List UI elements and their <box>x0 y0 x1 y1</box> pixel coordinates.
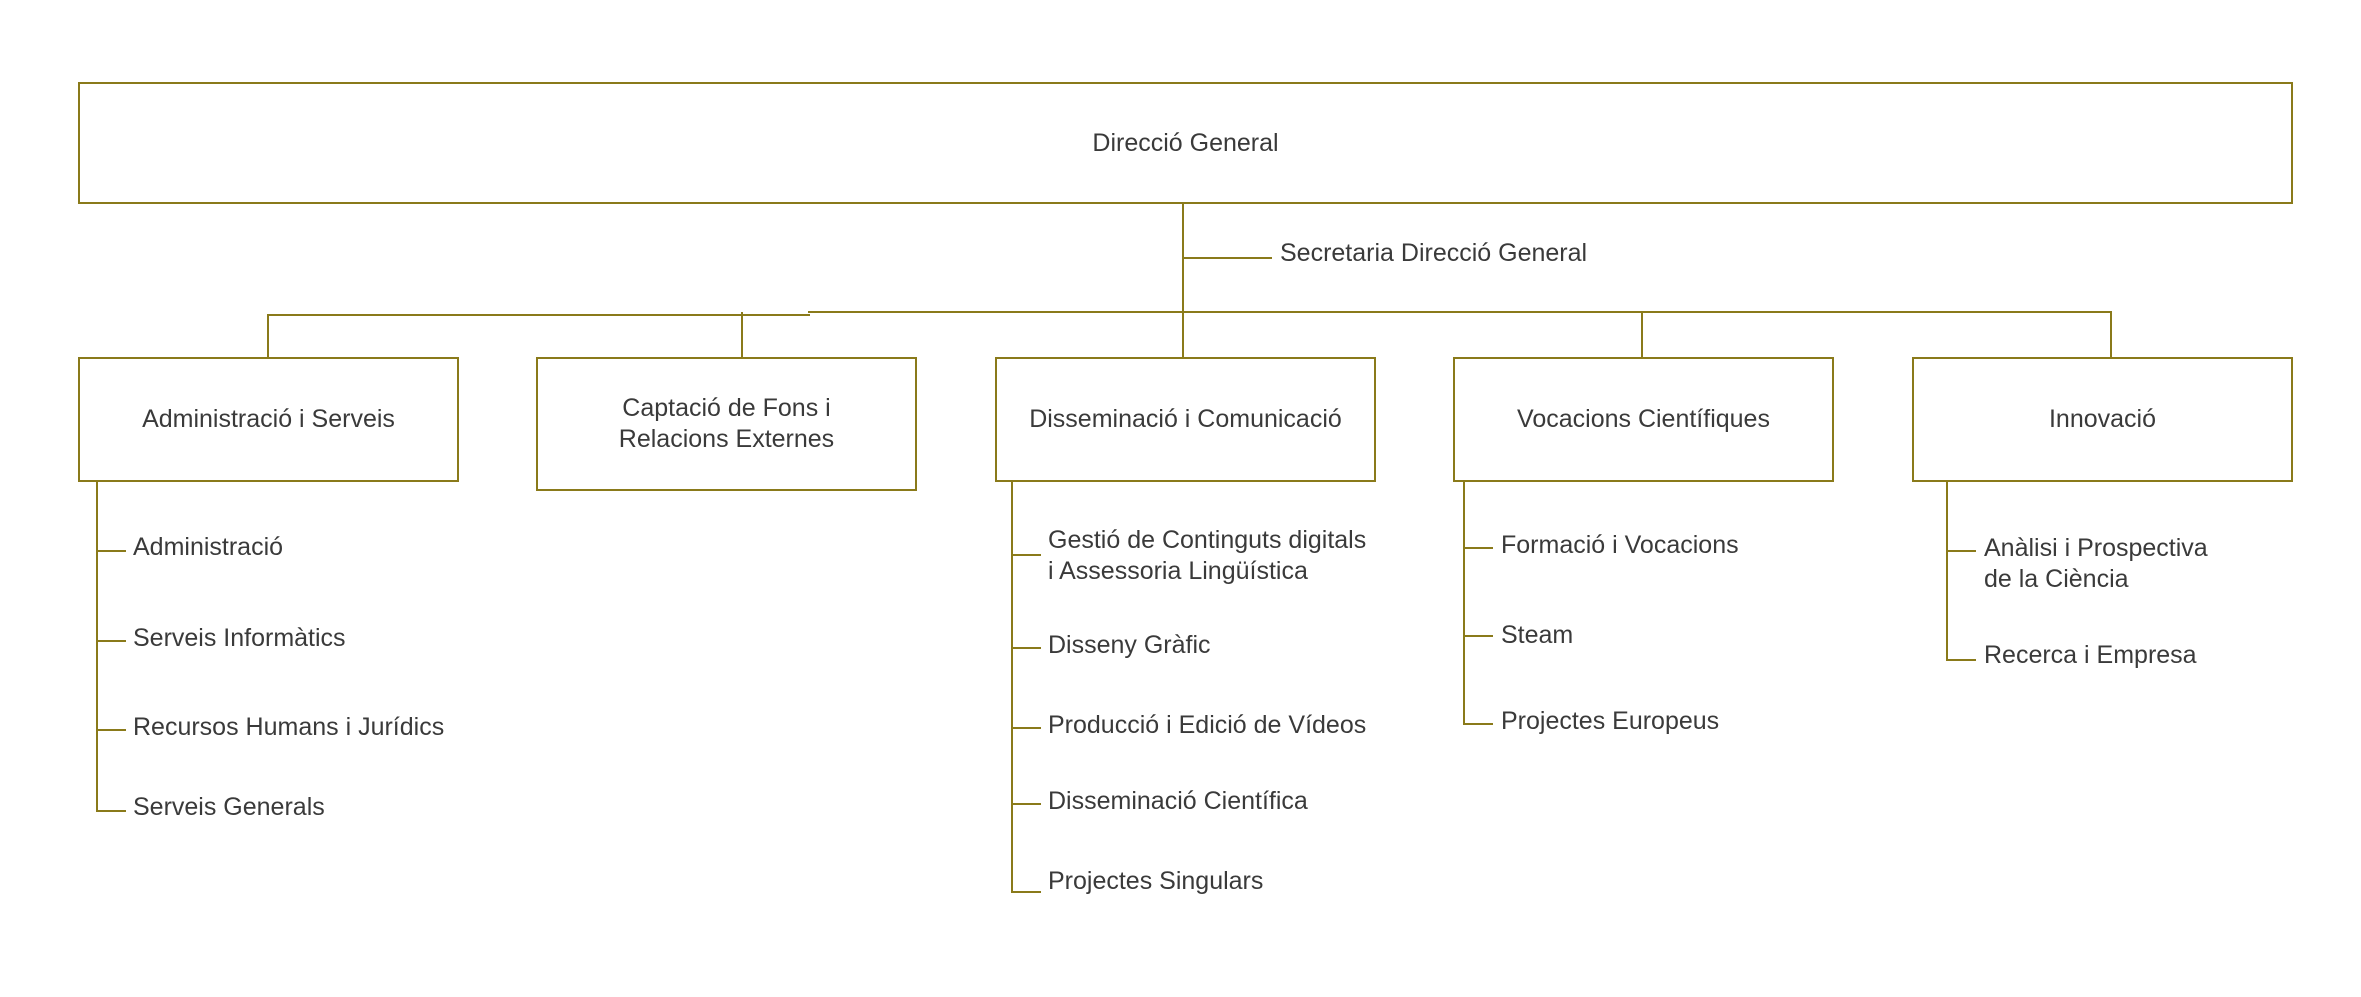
innovacio-spine <box>1946 482 1948 661</box>
dept-box-innovacio: Innovació <box>1912 357 2293 482</box>
drop-innovacio <box>2110 312 2112 358</box>
list-item: Disseminació Científica <box>1048 787 1308 815</box>
dept-title: Administració i Serveis <box>142 405 395 433</box>
list-item: Formació i Vocacions <box>1501 531 1739 559</box>
drop-vocacions <box>1641 312 1643 358</box>
dept-title: Captació de Fons i Relacions Externes <box>618 394 835 453</box>
innovacio-tick-1 <box>1946 659 1976 661</box>
list-item: Projectes Europeus <box>1501 707 1720 735</box>
list-item: Recerca i Empresa <box>1984 641 2197 669</box>
dept-box-captacio: Captació de Fons i Relacions Externes <box>536 357 917 491</box>
vocacions-tick-1 <box>1463 635 1493 637</box>
dissem-tick-3 <box>1011 803 1041 805</box>
dept-box-administracio: Administració i Serveis <box>78 357 459 482</box>
branch-bar-left <box>268 314 810 316</box>
admin-spine <box>96 482 98 811</box>
admin-tick-2 <box>96 729 126 731</box>
list-item: Administració <box>133 533 284 561</box>
list-item: Projectes Singulars <box>1048 867 1264 895</box>
list-item: Recursos Humans i Jurídics <box>133 713 445 741</box>
direccio-general-box: Direcció General <box>78 82 2293 204</box>
dept-title: Disseminació i Comunicació <box>1029 405 1342 433</box>
list-item: Serveis Generals <box>133 793 325 821</box>
vocacions-tick-2 <box>1463 723 1493 725</box>
admin-tick-1 <box>96 640 126 642</box>
list-item: Gestió de Continguts digitals i Assessor… <box>1048 526 1367 585</box>
list-item: Steam <box>1501 621 1574 649</box>
direccio-general-label: Direcció General <box>1092 128 1279 157</box>
list-item: Producció i Edició de Vídeos <box>1048 711 1367 739</box>
drop-captacio <box>741 312 743 358</box>
dept-title: Innovació <box>2048 405 2157 433</box>
secretaria-connector <box>1182 257 1272 259</box>
list-item: Anàlisi i Prospectiva de la Ciència <box>1984 534 2208 593</box>
admin-tick-3 <box>96 810 126 812</box>
vocacions-spine <box>1463 482 1465 725</box>
admin-tick-0 <box>96 550 126 552</box>
dept-box-vocacions: Vocacions Científiques <box>1453 357 1834 482</box>
secretaria-label: Secretaria Direcció General <box>1280 239 1588 267</box>
list-item: Serveis Informàtics <box>133 624 346 652</box>
innovacio-tick-0 <box>1946 550 1976 552</box>
trunk-line <box>1182 204 1184 358</box>
dissem-tick-1 <box>1011 647 1041 649</box>
drop-admin <box>267 314 269 358</box>
dept-title: Vocacions Científiques <box>1517 405 1770 433</box>
dissem-spine <box>1011 482 1013 892</box>
dept-box-disseminacio: Disseminació i Comunicació <box>995 357 1376 482</box>
dissem-tick-4 <box>1011 891 1041 893</box>
vocacions-tick-0 <box>1463 547 1493 549</box>
list-item: Disseny Gràfic <box>1048 631 1211 659</box>
branch-bar-right <box>808 311 2112 313</box>
dissem-tick-2 <box>1011 727 1041 729</box>
dissem-tick-0 <box>1011 554 1041 556</box>
